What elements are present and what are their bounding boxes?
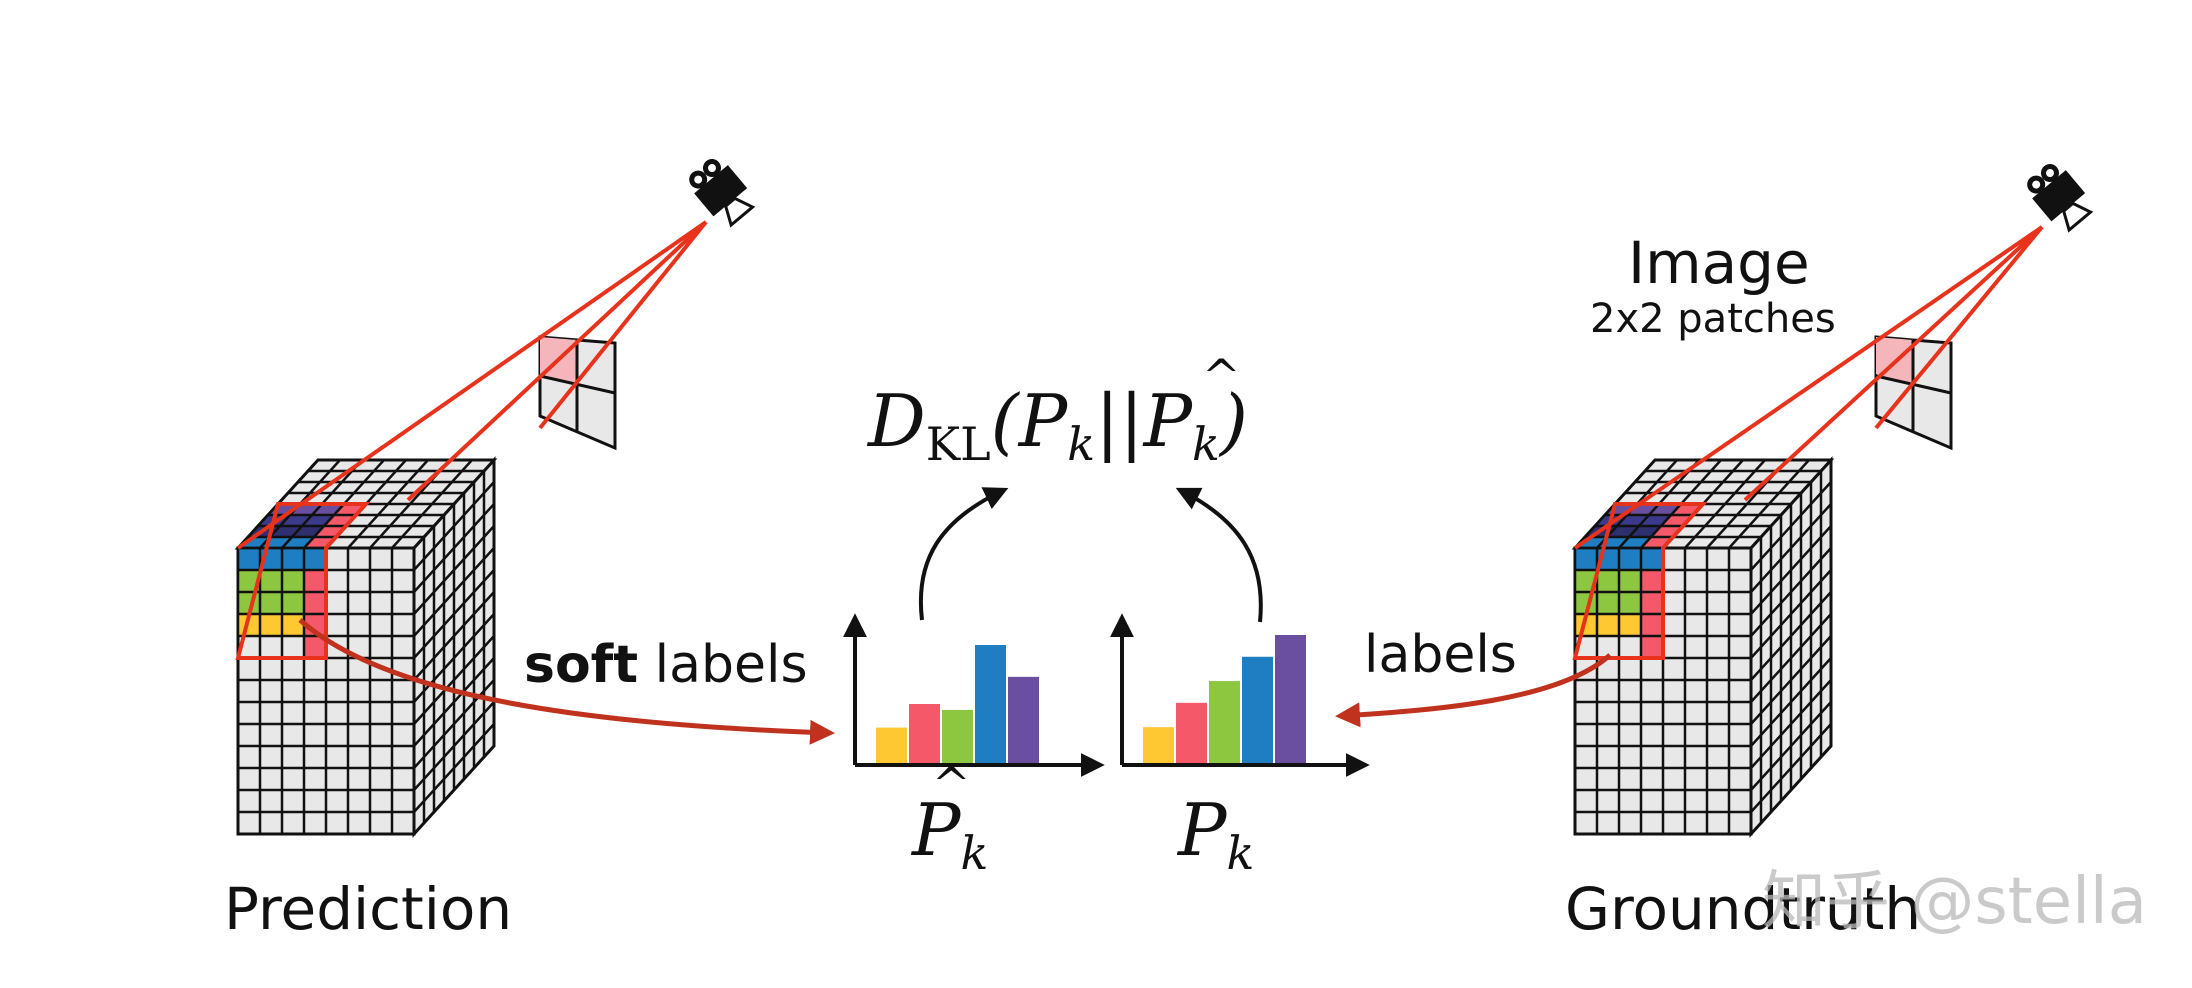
- projection-lines: [236, 220, 708, 550]
- histogram-bar: [909, 704, 940, 763]
- patch-highlight: [1572, 502, 1708, 660]
- groundtruth-histogram: Pk: [1110, 613, 1370, 880]
- histogram-bar: [1209, 681, 1240, 763]
- groundtruth-label: Groundtruth: [1565, 875, 1921, 943]
- kl-hat: ^: [1202, 349, 1241, 403]
- histogram-bar: [1176, 702, 1207, 763]
- kl-divergence-group: DKL(Pk||Pk) ^ Pk ^ Pk: [843, 349, 1370, 880]
- groundtruth-group: Groundtruth Image 2x2 patches labels: [1335, 164, 2094, 943]
- prediction-group: Prediction soft labels: [224, 159, 835, 943]
- predicted-histogram: Pk ^: [843, 613, 1105, 880]
- prediction-label: Prediction: [224, 875, 512, 943]
- prediction-cube: [234, 456, 498, 838]
- image-plane: [538, 335, 617, 451]
- predicted-dist-label: Pk: [910, 788, 988, 880]
- histogram-bar: [1275, 635, 1306, 763]
- labels-text: labels: [1364, 625, 1517, 685]
- histogram-bar: [1008, 676, 1039, 763]
- soft-labels-text: soft labels: [524, 635, 808, 695]
- histogram-bar: [876, 727, 907, 763]
- histogram-bar: [975, 645, 1006, 763]
- watermark: 知乎 @stella: [1762, 865, 2147, 939]
- camera-icon: [689, 159, 756, 228]
- right-curve-arrow: [1175, 487, 1263, 623]
- histogram-bar: [1143, 727, 1174, 763]
- soft-labels-arrow: [298, 618, 835, 745]
- histogram-bar: [942, 709, 973, 763]
- patch-highlight: [235, 502, 371, 660]
- projection-lines: [1573, 225, 2044, 550]
- predicted-bars: [876, 645, 1039, 763]
- predicted-hat: ^: [932, 757, 971, 811]
- image-subtitle: 2x2 patches: [1590, 296, 1836, 342]
- groundtruth-cube: [1571, 456, 1835, 838]
- groundtruth-bars: [1143, 635, 1306, 763]
- groundtruth-dist-label: Pk: [1176, 788, 1254, 880]
- kl-formula: DKL(Pk||Pk): [866, 379, 1248, 471]
- camera-icon: [2027, 164, 2094, 233]
- left-curve-arrow: [918, 487, 1009, 621]
- image-title: Image: [1628, 229, 1810, 297]
- histogram-bar: [1242, 656, 1273, 763]
- labels-arrow: [1335, 653, 1612, 728]
